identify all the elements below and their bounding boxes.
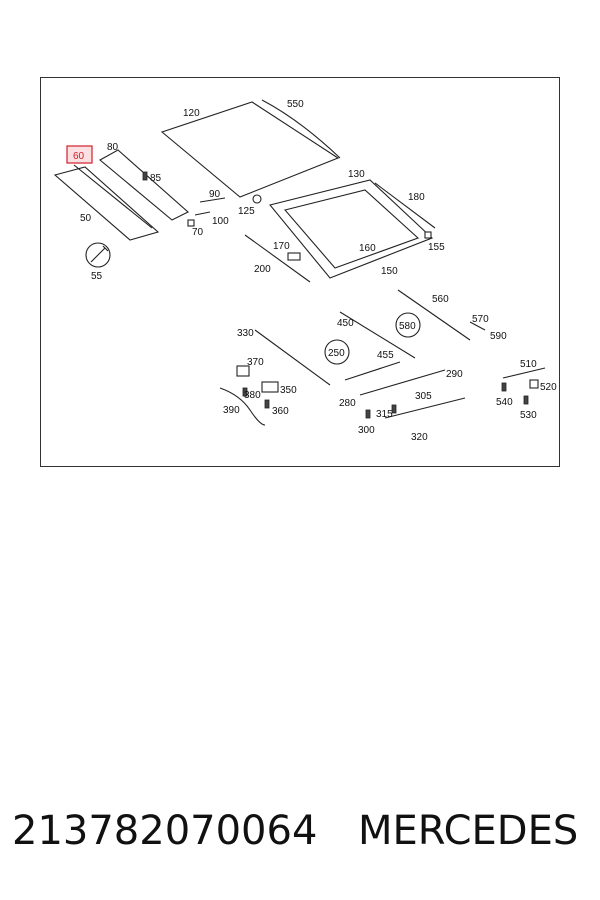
brand-name: MERCEDES bbox=[358, 808, 579, 854]
part-label-150[interactable]: 150 bbox=[381, 266, 398, 277]
part-label-305[interactable]: 305 bbox=[415, 391, 432, 402]
part-label-370[interactable]: 370 bbox=[247, 357, 264, 368]
screw-530 bbox=[523, 395, 529, 405]
part-370 bbox=[236, 365, 250, 377]
part-number: 213782070064 bbox=[12, 808, 318, 854]
part-label-170[interactable]: 170 bbox=[273, 241, 290, 252]
clip-90 bbox=[199, 197, 226, 203]
part-label-100[interactable]: 100 bbox=[212, 216, 229, 227]
roof-panel bbox=[160, 101, 340, 198]
sunroof-frame-inner bbox=[284, 189, 420, 269]
rail-510 bbox=[502, 367, 546, 379]
part-label-530[interactable]: 530 bbox=[520, 410, 537, 421]
front-glass bbox=[53, 166, 160, 241]
part-155 bbox=[424, 231, 432, 239]
part-label-450[interactable]: 450 bbox=[337, 318, 354, 329]
part-label-455[interactable]: 455 bbox=[377, 350, 394, 361]
part-label-380[interactable]: 380 bbox=[244, 390, 261, 401]
part-label-85[interactable]: 85 bbox=[150, 173, 162, 184]
screw-360 bbox=[264, 399, 270, 409]
part-label-155[interactable]: 155 bbox=[428, 242, 445, 253]
part-label-160[interactable]: 160 bbox=[359, 243, 376, 254]
part-label-520[interactable]: 520 bbox=[540, 382, 557, 393]
part-label-125[interactable]: 125 bbox=[238, 206, 255, 217]
clip-100 bbox=[194, 211, 211, 216]
rail-560 bbox=[397, 289, 471, 341]
part-label-540[interactable]: 540 bbox=[496, 397, 513, 408]
part-label-590[interactable]: 590 bbox=[490, 331, 507, 342]
part-label-50[interactable]: 50 bbox=[80, 213, 92, 224]
part-label-390[interactable]: 390 bbox=[223, 405, 240, 416]
part-170 bbox=[287, 252, 301, 261]
cable-390 bbox=[219, 387, 266, 426]
part-label-60[interactable]: 60 bbox=[73, 151, 85, 162]
part-label-250[interactable]: 250 bbox=[328, 348, 345, 359]
nut-125 bbox=[252, 194, 262, 204]
tool-circle bbox=[85, 242, 111, 268]
part-label-130[interactable]: 130 bbox=[348, 169, 365, 180]
part-label-360[interactable]: 360 bbox=[272, 406, 289, 417]
part-520 bbox=[529, 379, 539, 389]
part-label-290[interactable]: 290 bbox=[446, 369, 463, 380]
bolt-85 bbox=[142, 171, 148, 181]
part-label-550[interactable]: 550 bbox=[287, 99, 304, 110]
rail-320 bbox=[384, 397, 466, 419]
seal-strip bbox=[73, 164, 153, 229]
part-label-320[interactable]: 320 bbox=[411, 432, 428, 443]
circle-250 bbox=[324, 339, 350, 365]
rail-450 bbox=[339, 311, 416, 359]
part-label-120[interactable]: 120 bbox=[183, 108, 200, 119]
screw-300 bbox=[365, 409, 371, 419]
part-label-350[interactable]: 350 bbox=[280, 385, 297, 396]
part-label-80[interactable]: 80 bbox=[107, 142, 119, 153]
glass-frame bbox=[99, 149, 189, 221]
part-label-70[interactable]: 70 bbox=[192, 227, 204, 238]
part-label-280[interactable]: 280 bbox=[339, 398, 356, 409]
part-label-510[interactable]: 510 bbox=[520, 359, 537, 370]
wrench-icon bbox=[90, 245, 109, 263]
trim-180 bbox=[374, 182, 436, 229]
highlight-box bbox=[66, 145, 93, 164]
clip-70 bbox=[187, 219, 195, 227]
part-label-330[interactable]: 330 bbox=[237, 328, 254, 339]
part-label-580[interactable]: 580 bbox=[399, 321, 416, 332]
part-label-200[interactable]: 200 bbox=[254, 264, 271, 275]
diagram-frame bbox=[40, 77, 560, 467]
rail-290 bbox=[359, 369, 446, 396]
sunroof-frame-outer bbox=[269, 179, 434, 279]
part-label-560[interactable]: 560 bbox=[432, 294, 449, 305]
part-label-570[interactable]: 570 bbox=[472, 314, 489, 325]
part-label-300[interactable]: 300 bbox=[358, 425, 375, 436]
part-200 bbox=[244, 234, 311, 283]
circle-580 bbox=[395, 312, 421, 338]
part-label-55[interactable]: 55 bbox=[91, 271, 103, 282]
screw-540 bbox=[501, 382, 507, 392]
screw-315 bbox=[391, 404, 397, 414]
part-label-90[interactable]: 90 bbox=[209, 189, 221, 200]
roof-trim-strip bbox=[261, 99, 341, 159]
cable-455 bbox=[344, 361, 401, 381]
part-350 bbox=[261, 381, 279, 393]
cassette-330 bbox=[254, 329, 331, 386]
part-label-180[interactable]: 180 bbox=[408, 192, 425, 203]
screw-380 bbox=[242, 387, 248, 397]
part-570 bbox=[469, 321, 486, 331]
part-label-315[interactable]: 315 bbox=[376, 409, 393, 420]
